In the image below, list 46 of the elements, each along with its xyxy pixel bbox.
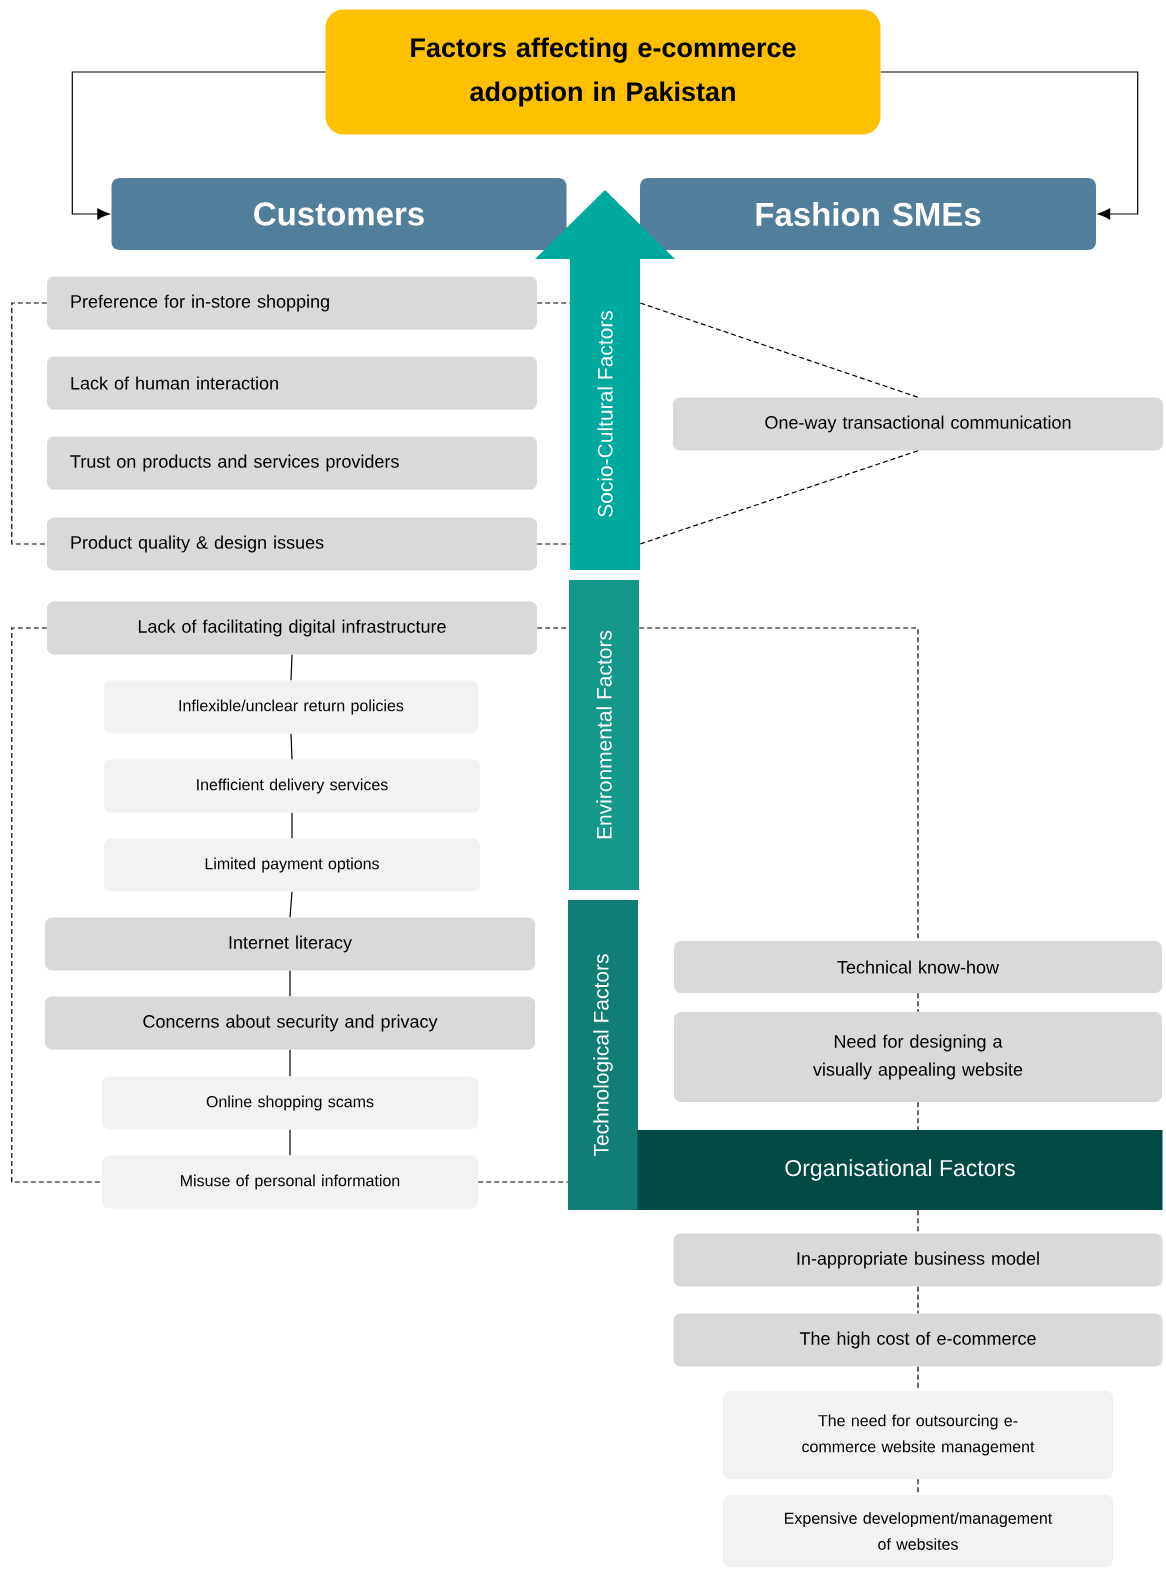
sub-factor-box: The need for outsourcing e-commerce website management (723, 1391, 1113, 1479)
factor-box: Lack of facilitating digital infrastructure (47, 601, 537, 655)
dashed-connector (11, 302, 48, 545)
factor-box: Trust on products and services providers (47, 436, 537, 490)
connector-line (289, 1129, 291, 1156)
factor-box: The high cost of e-commerce (673, 1313, 1163, 1367)
group-header-box: Customers (111, 178, 567, 250)
factor-band: Organisational Factors (637, 1130, 1163, 1210)
dashed-connector (639, 302, 919, 398)
factor-box: One-way transactional communication (673, 397, 1163, 451)
arrow (71, 71, 326, 220)
factor-box: In-appropriate business model (673, 1233, 1163, 1287)
dashed-connector (11, 627, 103, 1183)
sub-factor-box: Inefficient delivery services (104, 759, 480, 813)
arrow (880, 71, 1139, 220)
dashed-connector (917, 1209, 919, 1234)
sub-factor-box: Misuse of personal information (102, 1155, 478, 1209)
factor-band: Environmental Factors (569, 580, 639, 890)
title-box: Factors affecting e-commerce adoption in Pakistan (325, 9, 881, 135)
connector-line (289, 1049, 291, 1077)
dashed-connector (917, 1101, 919, 1131)
dashed-connector (536, 543, 571, 545)
factor-box: Technical know-how (674, 941, 1162, 993)
dashed-connector (536, 302, 571, 304)
factor-box: Lack of human interaction (47, 356, 537, 410)
factor-band: Technological Factors (568, 900, 638, 1210)
dashed-connector (477, 1181, 569, 1183)
factor-box: Product quality & design issues (47, 517, 537, 571)
connector-line (290, 733, 293, 760)
connector-line (289, 970, 291, 997)
factor-box: Internet literacy (45, 917, 535, 971)
sub-factor-box: Limited payment options (104, 838, 480, 892)
factor-box: Need for designing a visually appealing website (674, 1012, 1162, 1102)
sub-factor-box: Inflexible/unclear return policies (104, 680, 478, 734)
dashed-connector (917, 1286, 919, 1314)
connector-line (291, 812, 293, 839)
sub-factor-box: Expensive development/management of websites (723, 1495, 1113, 1567)
dashed-connector (917, 992, 919, 1013)
connector-line (289, 891, 293, 918)
factor-box: Preference for in-store shopping (47, 276, 537, 330)
group-header-box: Fashion SMEs (640, 178, 1096, 250)
sub-factor-box: Online shopping scams (102, 1076, 478, 1130)
connector-line (290, 654, 293, 681)
dashed-connector (639, 450, 919, 545)
dashed-connector (638, 627, 919, 942)
factor-box: Concerns about security and privacy (45, 996, 535, 1050)
